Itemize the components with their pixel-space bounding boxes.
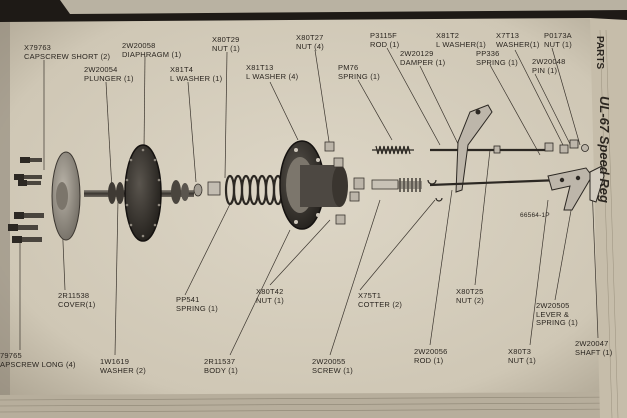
figure-id: 66564-1P <box>520 212 550 219</box>
section-tab-label: PARTS <box>594 36 605 70</box>
page-title-tab: UL-67 Speed Reg <box>597 96 612 203</box>
